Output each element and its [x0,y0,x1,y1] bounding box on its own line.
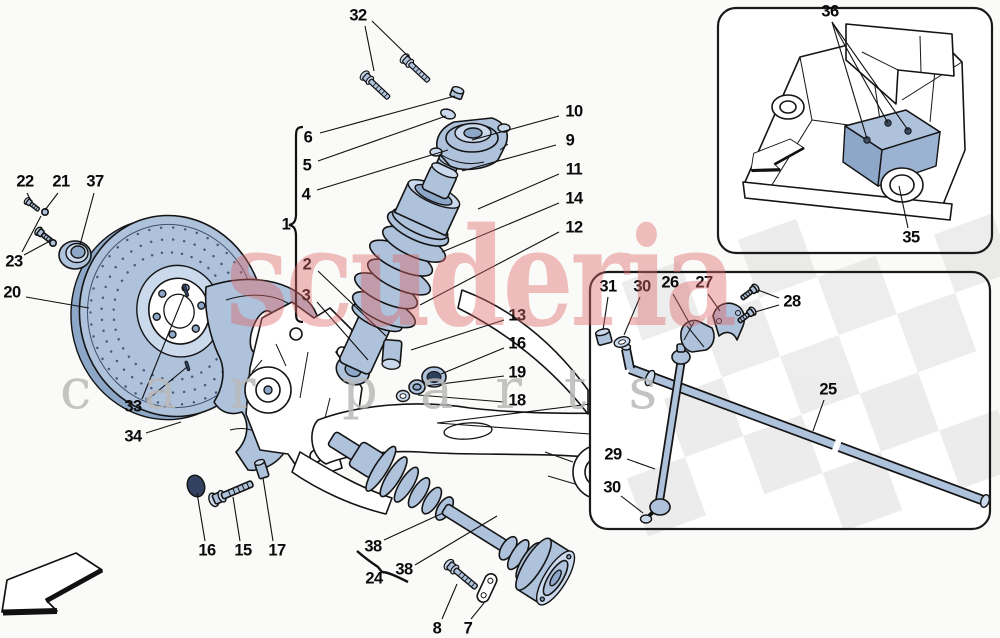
main-diagram [22,51,703,606]
callout-28: 28 [783,292,801,311]
direction-arrow-main [2,553,102,613]
callout-25: 25 [819,380,837,399]
callout-10: 10 [565,102,583,121]
drop-link-29 [645,343,691,520]
callout-14: 14 [565,189,583,208]
mount-nut [449,85,465,101]
link-washer-30 [639,514,653,524]
shock-top-mount-drawing [429,85,511,171]
mount-washer [440,108,456,120]
callout-8: 8 [432,619,442,638]
callout-1: 1 [281,215,291,234]
callout-24: 24 [365,569,383,588]
callout-16: 16 [508,334,526,353]
inset-boxes [588,6,994,531]
callout-33: 33 [124,397,142,416]
callout-30: 30 [603,478,621,497]
shock-bushing-parts [395,366,447,403]
callout-6: 6 [303,128,313,147]
callout-19: 19 [508,363,526,382]
retainer-plate-7 [476,573,498,603]
arm-bolt-15 [206,476,256,509]
callout-13: 13 [508,306,526,325]
callout-3: 3 [301,286,311,305]
bleed-screw-parts [22,195,57,248]
disc-retaining-pins [182,283,191,372]
hub-cap-drawing [58,240,92,270]
callout-26: 26 [661,273,679,292]
callout-18: 18 [508,391,526,410]
callout-29: 29 [604,445,622,464]
callout-31: 31 [599,277,617,296]
callout-17: 17 [268,541,286,560]
shock-absorber-drawing [335,139,464,386]
callout-38: 38 [395,560,413,579]
inset-subframe-location [742,23,966,221]
callout-38: 38 [364,537,382,556]
callout-11: 11 [565,160,583,179]
bracket-bolt-36a [863,136,871,144]
brace-group-24 [356,550,409,584]
toe-link-drawing [457,289,589,415]
callout-34: 34 [124,427,142,446]
callout-2: 2 [302,255,312,274]
bracket-bolt-36c [904,127,912,135]
callout-15: 15 [234,541,252,560]
mount-bolt-2 [397,51,434,86]
brace-group-1 [288,125,304,324]
mount-bolt-1 [357,68,394,103]
callout-5: 5 [302,156,312,175]
callout-36: 36 [821,2,839,21]
inset-anti-roll-bar [594,282,991,524]
callout-23: 23 [5,252,23,271]
callout-16: 16 [198,541,216,560]
callout-22: 22 [16,172,34,191]
bar-bushing-26 [680,319,715,353]
callout-9: 9 [565,131,575,150]
spacer-17 [254,458,270,480]
link-nut-31 [594,328,613,346]
callout-4: 4 [301,185,311,204]
end-cap-16 [186,474,206,498]
leader-lines [21,20,909,620]
callout-20: 20 [3,283,21,302]
inset-locator-lines [436,403,591,435]
callout-32: 32 [349,6,367,25]
flange-bolt-8 [441,556,481,593]
callout-35: 35 [902,228,920,247]
callout-30: 30 [633,277,651,296]
callout-37: 37 [86,172,104,191]
callout-12: 12 [565,218,583,237]
callout-27: 27 [695,273,713,292]
callout-21: 21 [52,172,70,191]
callout-7: 7 [463,619,473,638]
anti-roll-bar-25 [628,365,987,505]
